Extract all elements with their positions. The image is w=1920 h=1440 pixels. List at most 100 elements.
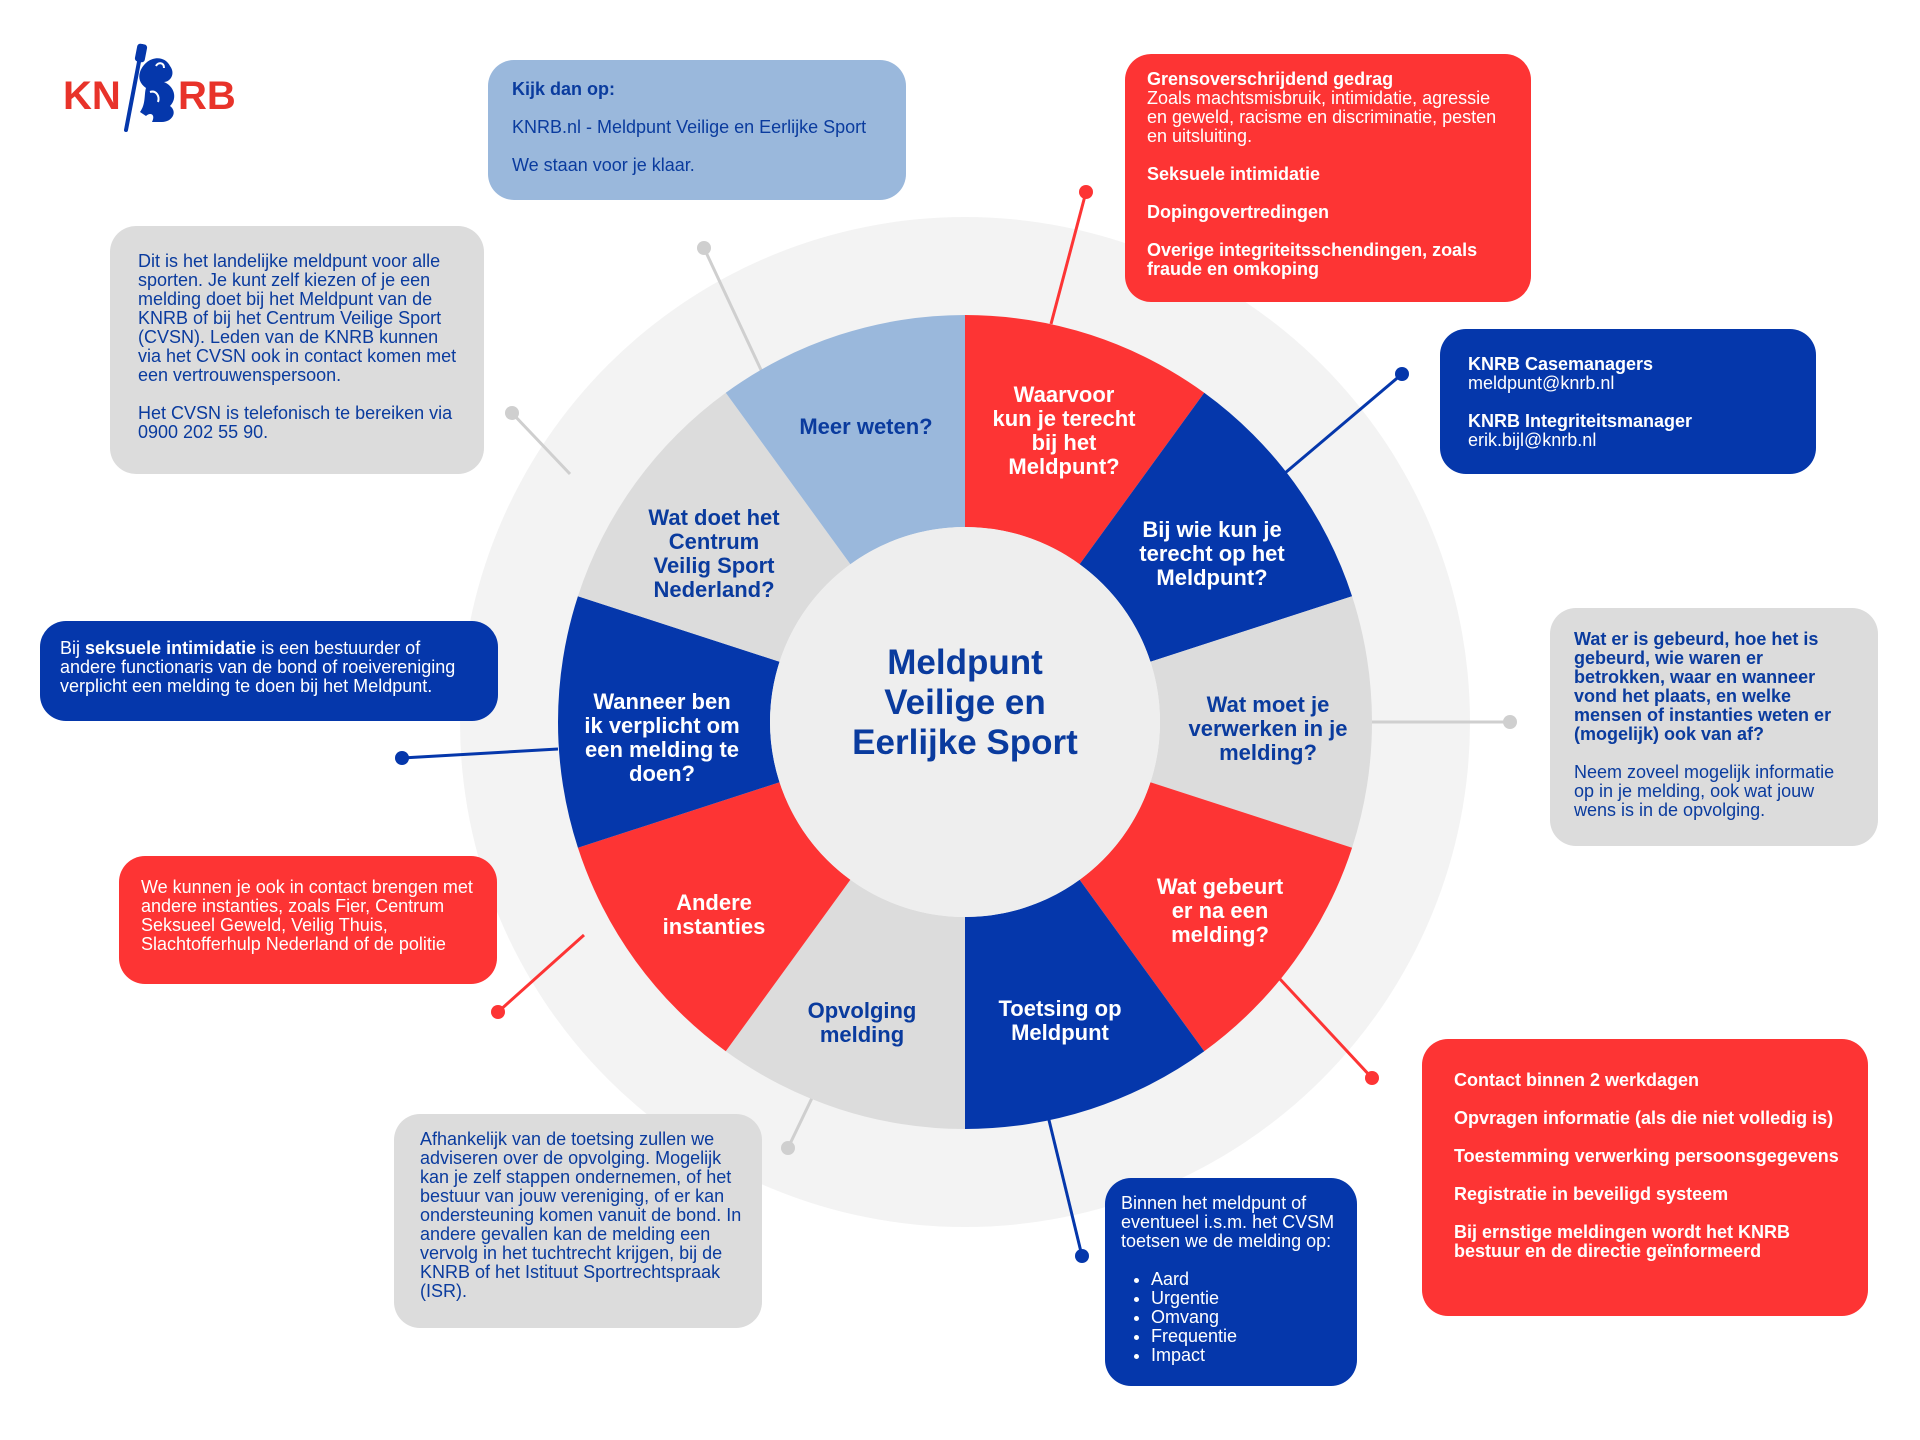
connector-line <box>496 933 586 1014</box>
connector-line <box>786 1097 814 1149</box>
segment-label: Meldpunt? <box>1156 565 1267 590</box>
toetsing-criterion: Aard <box>1151 1270 1341 1289</box>
wheel-segment <box>1079 782 1353 1052</box>
melding-inhoud-box: Wat er is gebeurd, hoe het is gebeurd, w… <box>1550 608 1878 846</box>
segment-label: kun je terecht <box>992 406 1136 431</box>
segment-label: Opvolging <box>808 998 917 1023</box>
contact-item: Opvragen informatie (als die niet volled… <box>1454 1108 1834 1128</box>
connector-dot <box>1503 715 1517 729</box>
connector-lines <box>395 185 1517 1263</box>
opvolging-text: Afhankelijk van de toetsing zullen we ad… <box>420 1129 742 1301</box>
integriteitsmanager-heading: KNRB Integriteitsmanager <box>1468 411 1693 431</box>
segment-label: doen? <box>629 761 695 786</box>
toetsing-criterion: Omvang <box>1151 1308 1341 1327</box>
segment-label: melding <box>820 1022 904 1047</box>
cvsn-info-box: Dit is het landelijke meldpunt voor alle… <box>110 226 484 474</box>
segment-label: Wat gebeurt <box>1157 874 1284 899</box>
segment-label: Veilig Sport <box>653 553 775 578</box>
segment-label: instanties <box>663 914 766 939</box>
toetsing-criterion: Urgentie <box>1151 1289 1341 1308</box>
segment-label: bij het <box>1032 430 1097 455</box>
connector-dot <box>697 241 711 255</box>
segment-label: Wat doet het <box>648 505 780 530</box>
logo-text-right: RB <box>178 74 236 118</box>
overige-heading: Overige integriteitsschendingen, zoals f… <box>1147 240 1478 279</box>
kijk-dan-op-box: Kijk dan op: KNRB.nl - Meldpunt Veilige … <box>488 60 906 200</box>
connector-line <box>401 747 559 760</box>
grensoverschrijdend-box: Grensoverschrijdend gedrag Zoals machtsm… <box>1125 54 1531 302</box>
connector-dot <box>1365 1071 1379 1085</box>
casemanagers-heading: KNRB Casemanagers <box>1468 354 1654 374</box>
connector-line <box>702 247 764 373</box>
wheel-segment <box>1079 392 1353 662</box>
segment-label: Meer weten? <box>799 414 932 439</box>
connector-line <box>1284 372 1403 475</box>
cvsn-phone-text: Het CVSN is telefonisch te bereiken via … <box>138 403 453 442</box>
contact-item: Bij ernstige meldingen wordt het KNRB be… <box>1454 1222 1791 1261</box>
segment-label: ik verplicht om <box>584 713 739 738</box>
opvolging-info-box: Afhankelijk van de toetsing zullen we ad… <box>394 1114 762 1328</box>
segment-label: Nederland? <box>653 577 774 602</box>
info-advice-text: Neem zoveel mogelijk informatie op in je… <box>1574 762 1835 820</box>
connector-dot <box>491 1005 505 1019</box>
segment-label: melding? <box>1219 740 1317 765</box>
contact-item: Toestemming verwerking persoonsgegevens <box>1454 1146 1839 1166</box>
segment-label: Wanneer ben <box>593 689 730 714</box>
kijk-link-text: KNRB.nl - Meldpunt Veilige en Eerlijke S… <box>512 117 867 137</box>
connector-line <box>1046 1115 1084 1257</box>
contact-item: Contact binnen 2 werkdagen <box>1454 1070 1700 1090</box>
segment-label: Centrum <box>669 529 759 554</box>
center-title-line: Eerlijke Sport <box>852 723 1078 762</box>
doping-heading: Dopingovertredingen <box>1147 202 1330 222</box>
kijk-klaar-text: We staan voor je klaar. <box>512 155 695 175</box>
wheel-segment <box>965 879 1205 1129</box>
seksuele-intimidatie-heading: Seksuele intimidatie <box>1147 164 1321 184</box>
segment-label: Meldpunt? <box>1008 454 1119 479</box>
segment-label: Meldpunt <box>1011 1020 1109 1045</box>
knrb-logo: KN RB <box>60 42 240 132</box>
casemanagers-box: KNRB Casemanagers meldpunt@knrb.nl KNRB … <box>1440 329 1816 474</box>
rowing-lion-emblem-icon <box>124 43 175 132</box>
connector-dot <box>1395 367 1409 381</box>
center-title-line: Veilige en <box>884 683 1045 722</box>
connector-dot <box>395 751 409 765</box>
casemanagers-email: meldpunt@knrb.nl <box>1468 373 1615 393</box>
grens-text: Zoals machtsmisbruik, intimidatie, agres… <box>1147 88 1497 146</box>
wheel-segment <box>1150 596 1372 848</box>
connector-line <box>510 411 572 476</box>
toetsing-intro: Binnen het meldpunt of eventueel i.s.m. … <box>1121 1193 1335 1251</box>
contact-item: Registratie in beveiligd systeem <box>1454 1184 1729 1204</box>
integriteitsmanager-email: erik.bijl@knrb.nl <box>1468 430 1597 450</box>
wheel-segment <box>725 879 965 1129</box>
andere-instanties-box: We kunnen je ook in contact brengen met … <box>119 856 497 984</box>
seks-bold: seksuele intimidatie <box>85 638 257 658</box>
connector-dot <box>505 406 519 420</box>
connector-line <box>1049 191 1088 325</box>
segment-label: Bij wie kun je <box>1142 517 1281 542</box>
connector-dot <box>1075 1249 1089 1263</box>
toetsing-criteria-list: Aard Urgentie Omvang Frequentie Impact <box>1121 1270 1341 1365</box>
center-circle <box>770 527 1160 917</box>
connector-dot <box>781 1141 795 1155</box>
wheel-segment <box>577 782 851 1052</box>
connector-line <box>1277 976 1374 1080</box>
segment-label: terecht op het <box>1139 541 1285 566</box>
center-title-line: Meldpunt <box>887 643 1043 682</box>
segment-label: Wat moet je <box>1207 692 1330 717</box>
logo-text-left: KN <box>63 74 121 118</box>
segment-label: verwerken in je <box>1189 716 1348 741</box>
wheel-segment <box>965 315 1205 565</box>
toetsing-criterion: Frequentie <box>1151 1327 1341 1346</box>
toetsing-info-box: Binnen het meldpunt of eventueel i.s.m. … <box>1105 1178 1357 1386</box>
seks-pre: Bij <box>60 638 86 658</box>
seks-post: is een bestuurder of andere functionaris… <box>60 638 456 696</box>
seksuele-intimidatie-box: Bij seksuele intimidatie is een bestuurd… <box>40 621 498 721</box>
grens-heading: Grensoverschrijdend gedrag <box>1147 69 1394 89</box>
wheel-segments <box>558 315 1372 1129</box>
wheel-segment <box>558 596 780 848</box>
connector-dot <box>1079 185 1093 199</box>
segment-label: Toetsing op <box>998 996 1121 1021</box>
